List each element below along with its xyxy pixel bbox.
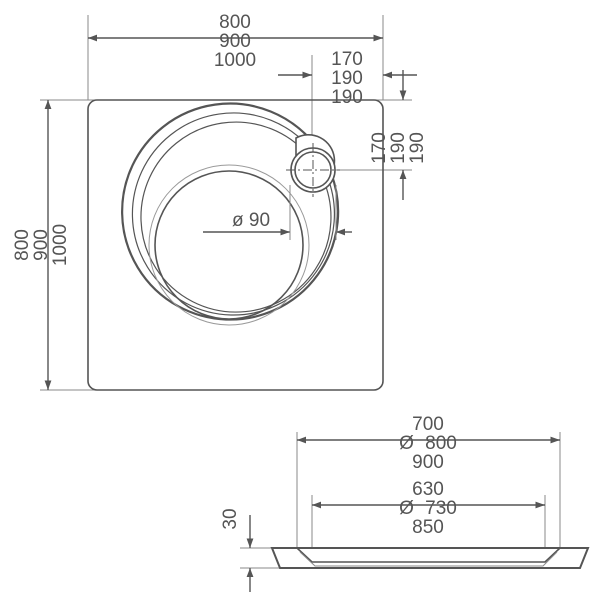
drain-offset-y-dimension: 170 190 190 [369, 70, 428, 200]
outer-diameter-value-3: 900 [412, 452, 444, 473]
outer-diameter-value-2-row: Ø 800 [399, 433, 457, 454]
outer-diameter-dimension: 700 Ø 800 900 [297, 414, 560, 473]
bowl-inner-circle [154, 170, 304, 320]
overall-width-value-3: 1000 [214, 50, 256, 71]
tray-rim-outer [121, 102, 340, 321]
inner-diameter-value-1: 630 [412, 479, 444, 500]
overall-height-dimension: 800 900 1000 [12, 100, 71, 390]
inner-diameter-symbol: Ø [399, 498, 414, 519]
inner-diameter-value-2: 730 [425, 498, 457, 519]
drain-centerlines [286, 143, 340, 197]
drain-offset-x-value-2: 190 [331, 68, 363, 89]
outer-diameter-value-1: 700 [412, 414, 444, 435]
section-profile-body [270, 547, 590, 569]
drain-offset-y-value-1: 170 [369, 132, 390, 164]
section-view: 700 Ø 800 900 630 Ø 730 850 [220, 414, 590, 592]
tray-outline [87, 99, 384, 391]
overall-height-value-3: 1000 [50, 224, 71, 266]
overall-height-value-1: 800 [12, 229, 33, 261]
drain-diameter-label: ø 90 [232, 210, 270, 231]
bowl-inner-circle-light [148, 164, 310, 326]
overall-width-value-2: 900 [219, 31, 251, 52]
plan-view: 800 900 1000 170 190 190 800 900 1000 [12, 12, 428, 391]
inner-diameter-value-3: 850 [412, 517, 444, 538]
drain-diameter-dimension: ø 90 [203, 185, 352, 240]
inner-diameter-dimension: 630 Ø 730 850 [312, 479, 545, 538]
tray-height-dimension: 30 [220, 508, 254, 592]
section-profile-inner-lower [299, 551, 558, 567]
overall-width-value-1: 800 [219, 12, 251, 33]
overall-height-value-2: 900 [31, 229, 52, 261]
outer-diameter-value-2: 800 [425, 433, 457, 454]
drain-offset-x-value-3: 190 [331, 87, 363, 108]
outer-diameter-symbol: Ø [399, 433, 414, 454]
tray-height-value: 30 [220, 508, 241, 529]
section-profile-inner-upper [296, 547, 561, 563]
overall-width-dimension: 800 900 1000 [88, 12, 383, 71]
tray-rim-outer-secondary [131, 112, 335, 316]
drain-offset-x-dimension: 170 190 190 [278, 49, 417, 108]
drain-offset-y-value-3: 190 [407, 132, 428, 164]
drain-offset-x-value-1: 170 [331, 49, 363, 70]
drain-offset-y-value-2: 190 [388, 132, 409, 164]
inner-diameter-value-2-row: Ø 730 [399, 498, 457, 519]
